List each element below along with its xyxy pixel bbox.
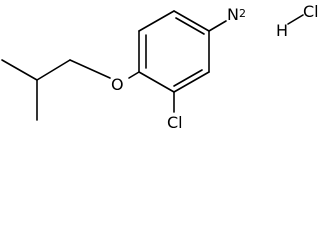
bond-ring-to-nh2 — [208, 20, 227, 32]
salt-hydrogen-label: H — [276, 21, 288, 40]
ring-double-bond-inner-top — [175, 17, 205, 35]
amine-group-label: N 2 — [227, 5, 246, 24]
hydrochloride-salt: H Cl — [276, 2, 319, 40]
bond-ch2-to-ch — [36, 59, 71, 81]
bond-ring-to-oxygen — [128, 71, 140, 79]
chemical-structure: N 2 Cl O H Cl — [1, 2, 319, 132]
bond-h-to-cl — [287, 14, 304, 25]
amine-n-label: N — [227, 5, 239, 24]
benzene-ring — [138, 10, 210, 93]
amine-h2-subscript-label: 2 — [239, 7, 246, 20]
ring-bond-c6-c1 — [138, 10, 175, 32]
ring-double-bond-inner-bottom — [173, 69, 203, 87]
ring-chlorine-label: Cl — [167, 113, 183, 132]
bond-oxygen-to-ch2 — [69, 59, 111, 79]
bond-ch-to-methyl-up — [1, 59, 38, 81]
ring-bond-c4-c5 — [138, 71, 175, 93]
ether-oxygen-label: O — [111, 75, 124, 94]
ring-bond-c3-c4 — [173, 71, 210, 93]
ring-bond-c1-c2 — [173, 10, 210, 32]
salt-chlorine-label: Cl — [303, 2, 319, 21]
